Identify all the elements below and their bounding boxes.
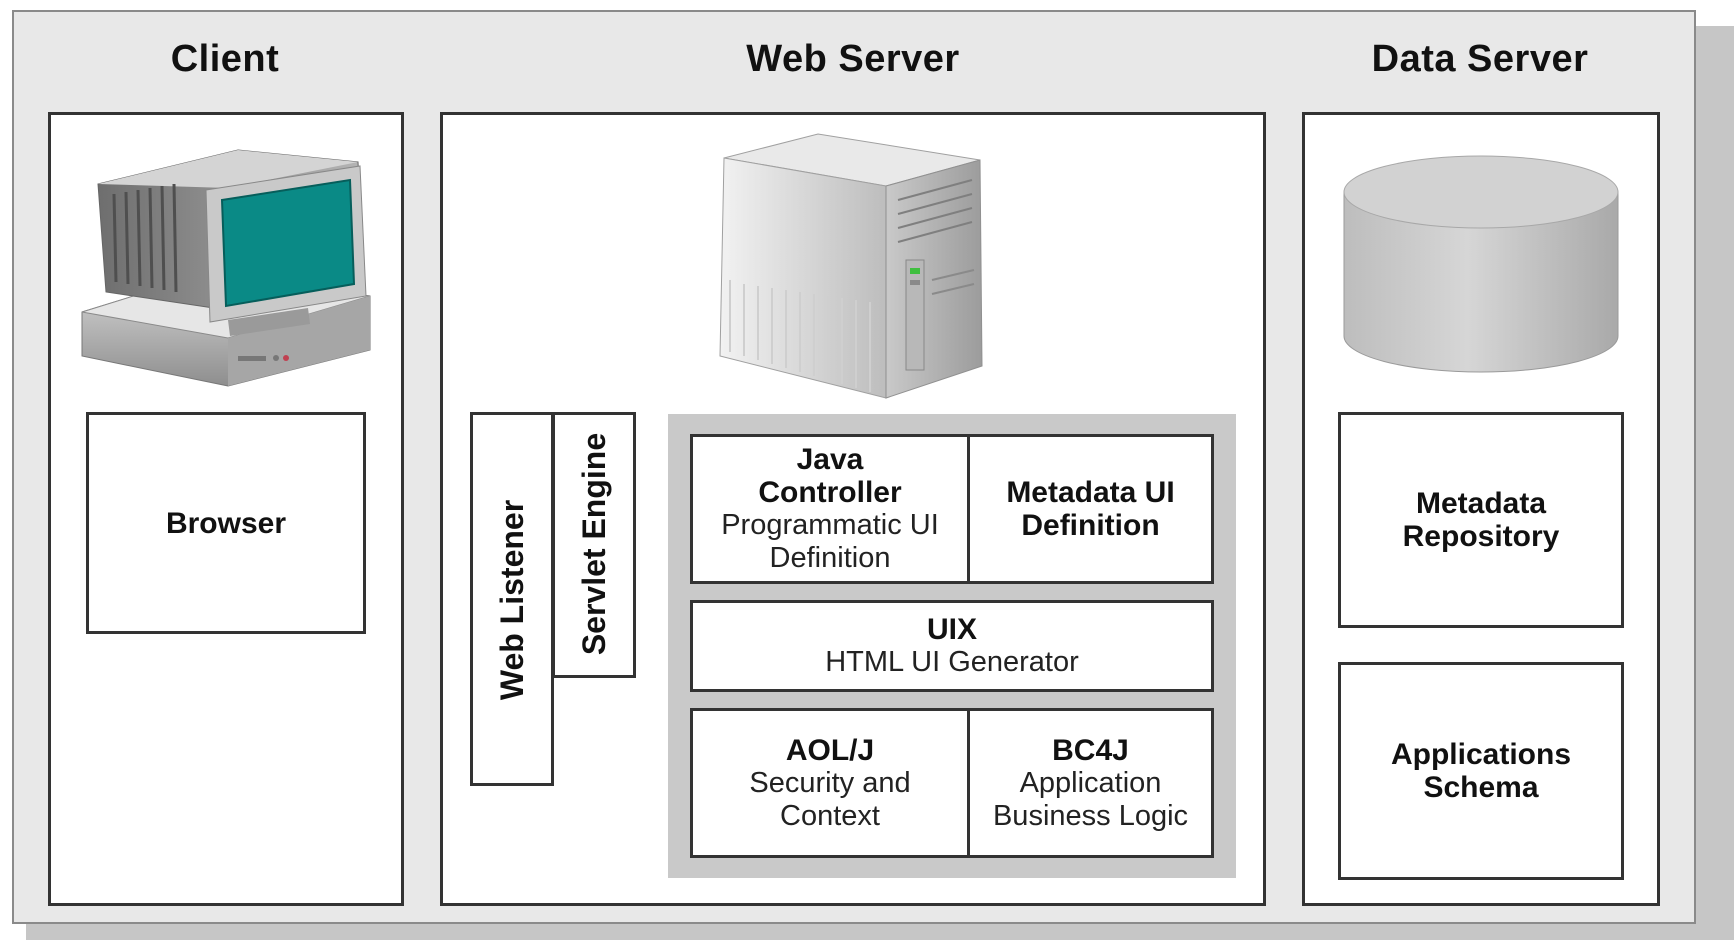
metadata-repository-box: Metadata Repository	[1338, 412, 1624, 628]
servlet-engine-label: Servlet Engine	[576, 432, 612, 656]
web-listener-box	[470, 412, 554, 786]
java-controller-subtitle: Programmatic UI Definition	[721, 509, 939, 574]
uix-box: UIX HTML UI Generator	[690, 600, 1214, 692]
aolj-subtitle: Security and Context	[749, 766, 911, 832]
metadata-ui-definition-box: Metadata UI Definition	[967, 434, 1214, 584]
client-column-title: Client	[170, 38, 280, 80]
applications-schema-box: Applications Schema	[1338, 662, 1624, 880]
aolj-box: AOL/J Security and Context	[690, 708, 970, 858]
uix-subtitle: HTML UI Generator	[825, 646, 1079, 678]
web-listener-label: Web Listener	[494, 499, 530, 701]
desktop-computer-icon	[81, 149, 371, 387]
java-controller-title: Java Controller	[758, 443, 902, 509]
data-server-column-title: Data Server	[1371, 38, 1589, 80]
aolj-title: AOL/J	[785, 733, 875, 767]
java-controller-box: Java Controller Programmatic UI Definiti…	[690, 434, 970, 584]
metadata-repository-label: Metadata Repository	[1402, 487, 1560, 553]
database-cylinder-icon	[1343, 155, 1619, 373]
bc4j-title: BC4J	[1052, 733, 1129, 767]
servlet-engine-box	[552, 412, 636, 678]
applications-schema-label: Applications Schema	[1390, 738, 1571, 804]
metadata-ui-definition-title: Metadata UI Definition	[1006, 476, 1175, 542]
web-server-column-title: Web Server	[746, 38, 960, 80]
uix-title: UIX	[926, 613, 977, 646]
bc4j-box: BC4J Application Business Logic	[967, 708, 1214, 858]
bc4j-subtitle: Application Business Logic	[992, 766, 1189, 832]
browser-box: Browser	[86, 412, 366, 634]
server-tower-icon	[719, 133, 983, 399]
browser-label: Browser	[165, 506, 287, 540]
